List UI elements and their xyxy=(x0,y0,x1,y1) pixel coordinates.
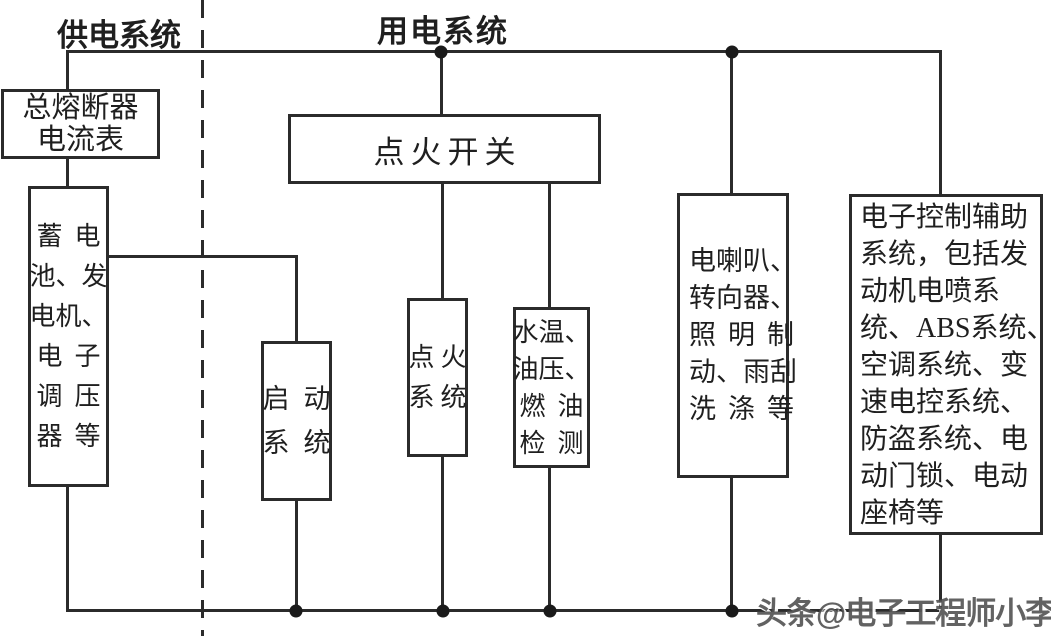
box-text-line: 动门锁、电动 xyxy=(860,461,1029,492)
box-text-line: 动机电喷系 xyxy=(860,276,1001,307)
box-electronic-control-auxiliary: 电子控制辅助 系统，包括发 动机电喷系 统、ABS系统、 空调系统、变 速电控系… xyxy=(849,194,1051,535)
box-text-line: 系统，包括发 xyxy=(860,239,1029,270)
battery-starter-branch-line xyxy=(107,255,298,258)
box-text-line: 照明制 xyxy=(689,320,806,350)
box-text-line: 座椅等 xyxy=(860,498,945,529)
box-water-oil-fuel-detection: 水温、 油压、 燃油 检测 xyxy=(512,307,591,468)
box-text-line: 转向器、 xyxy=(689,283,797,313)
box-ignition-system: 点火 系统 xyxy=(407,298,468,457)
junction-dot-top-horn xyxy=(725,45,739,59)
fuse-battery-connector xyxy=(66,158,69,186)
box-text-line: 电子 xyxy=(36,341,113,371)
box-text-line: 防盗系统、电 xyxy=(860,424,1029,455)
junction-dot-bottom-starter xyxy=(289,604,303,618)
box-text-line: 点火开关 xyxy=(373,134,522,170)
ignition-switch-top-connector xyxy=(440,52,443,114)
box-text-line: 燃油 xyxy=(519,391,596,421)
junction-dot-top-ignition xyxy=(434,45,448,59)
ecu-bottom-connector xyxy=(939,534,942,610)
box-text-line: 池、发 xyxy=(29,261,108,291)
fuse-top-connector xyxy=(66,52,69,89)
box-text-line: 蓄电 xyxy=(36,221,113,251)
junction-dot-bottom-gauge xyxy=(543,604,557,618)
box-starter-system: 启动 系统 xyxy=(261,341,332,501)
starter-bottom-connector xyxy=(295,500,298,610)
box-text-line: 电喇叭、 xyxy=(689,246,797,276)
consumer-system-label: 用电系统 xyxy=(377,14,509,49)
ignition-system-bottom-connector xyxy=(441,456,444,610)
toutiao-watermark: 头条@电子工程师小李 xyxy=(756,596,1051,631)
box-text-line: 系统 xyxy=(262,428,345,458)
system-divider-dashed-line xyxy=(201,0,204,636)
box-horn-steering-lighting-wiper: 电喇叭、 转向器、 照明制 动、雨刮 洗涤等 xyxy=(677,193,797,478)
bottom-bus-line xyxy=(66,609,942,612)
box-text-line: 动、雨刮 xyxy=(689,357,797,387)
box-text-line: 器等 xyxy=(36,421,113,451)
box-text-line: 电流表 xyxy=(36,124,124,156)
box-text-line: 洗涤等 xyxy=(689,394,806,424)
box-text-line: 检测 xyxy=(519,428,596,458)
box-text-line: 空调系统、变 xyxy=(860,350,1029,381)
box-text-line: 统、ABS系统、 xyxy=(860,313,1051,344)
box-text-line: 油压、 xyxy=(512,354,591,384)
box-ignition-switch: 点火开关 xyxy=(288,114,601,184)
junction-dot-bottom-horn xyxy=(725,604,739,618)
starter-top-connector xyxy=(295,255,298,341)
box-text-line: 总熔断器 xyxy=(22,92,139,124)
junction-dot-bottom-ignition xyxy=(436,604,450,618)
battery-bottom-connector xyxy=(66,487,69,610)
box-text-line: 系统 xyxy=(408,382,473,412)
ignition-system-top-connector xyxy=(441,183,444,298)
top-bus-line xyxy=(66,50,942,53)
box-text-line: 电机、 xyxy=(29,301,108,331)
box-text-line: 调压 xyxy=(36,381,113,411)
gauge-top-connector xyxy=(548,183,551,307)
box-battery-generator-regulator: 蓄电 池、发 电机、 电子 调压 器等 xyxy=(28,186,109,487)
box-main-fuse-ammeter: 总熔断器 电流表 xyxy=(1,89,160,159)
gauge-bottom-connector xyxy=(548,467,551,610)
horn-bottom-connector xyxy=(730,477,733,610)
horn-top-connector xyxy=(730,52,733,193)
box-text-line: 点火 xyxy=(408,342,473,372)
supply-system-label: 供电系统 xyxy=(57,18,181,53)
ecu-top-connector xyxy=(939,52,942,194)
box-text-line: 速电控系统、 xyxy=(860,387,1029,418)
box-text-line: 水温、 xyxy=(512,317,591,347)
box-text-line: 电子控制辅助 xyxy=(860,202,1029,233)
box-text-line: 启动 xyxy=(262,384,345,414)
